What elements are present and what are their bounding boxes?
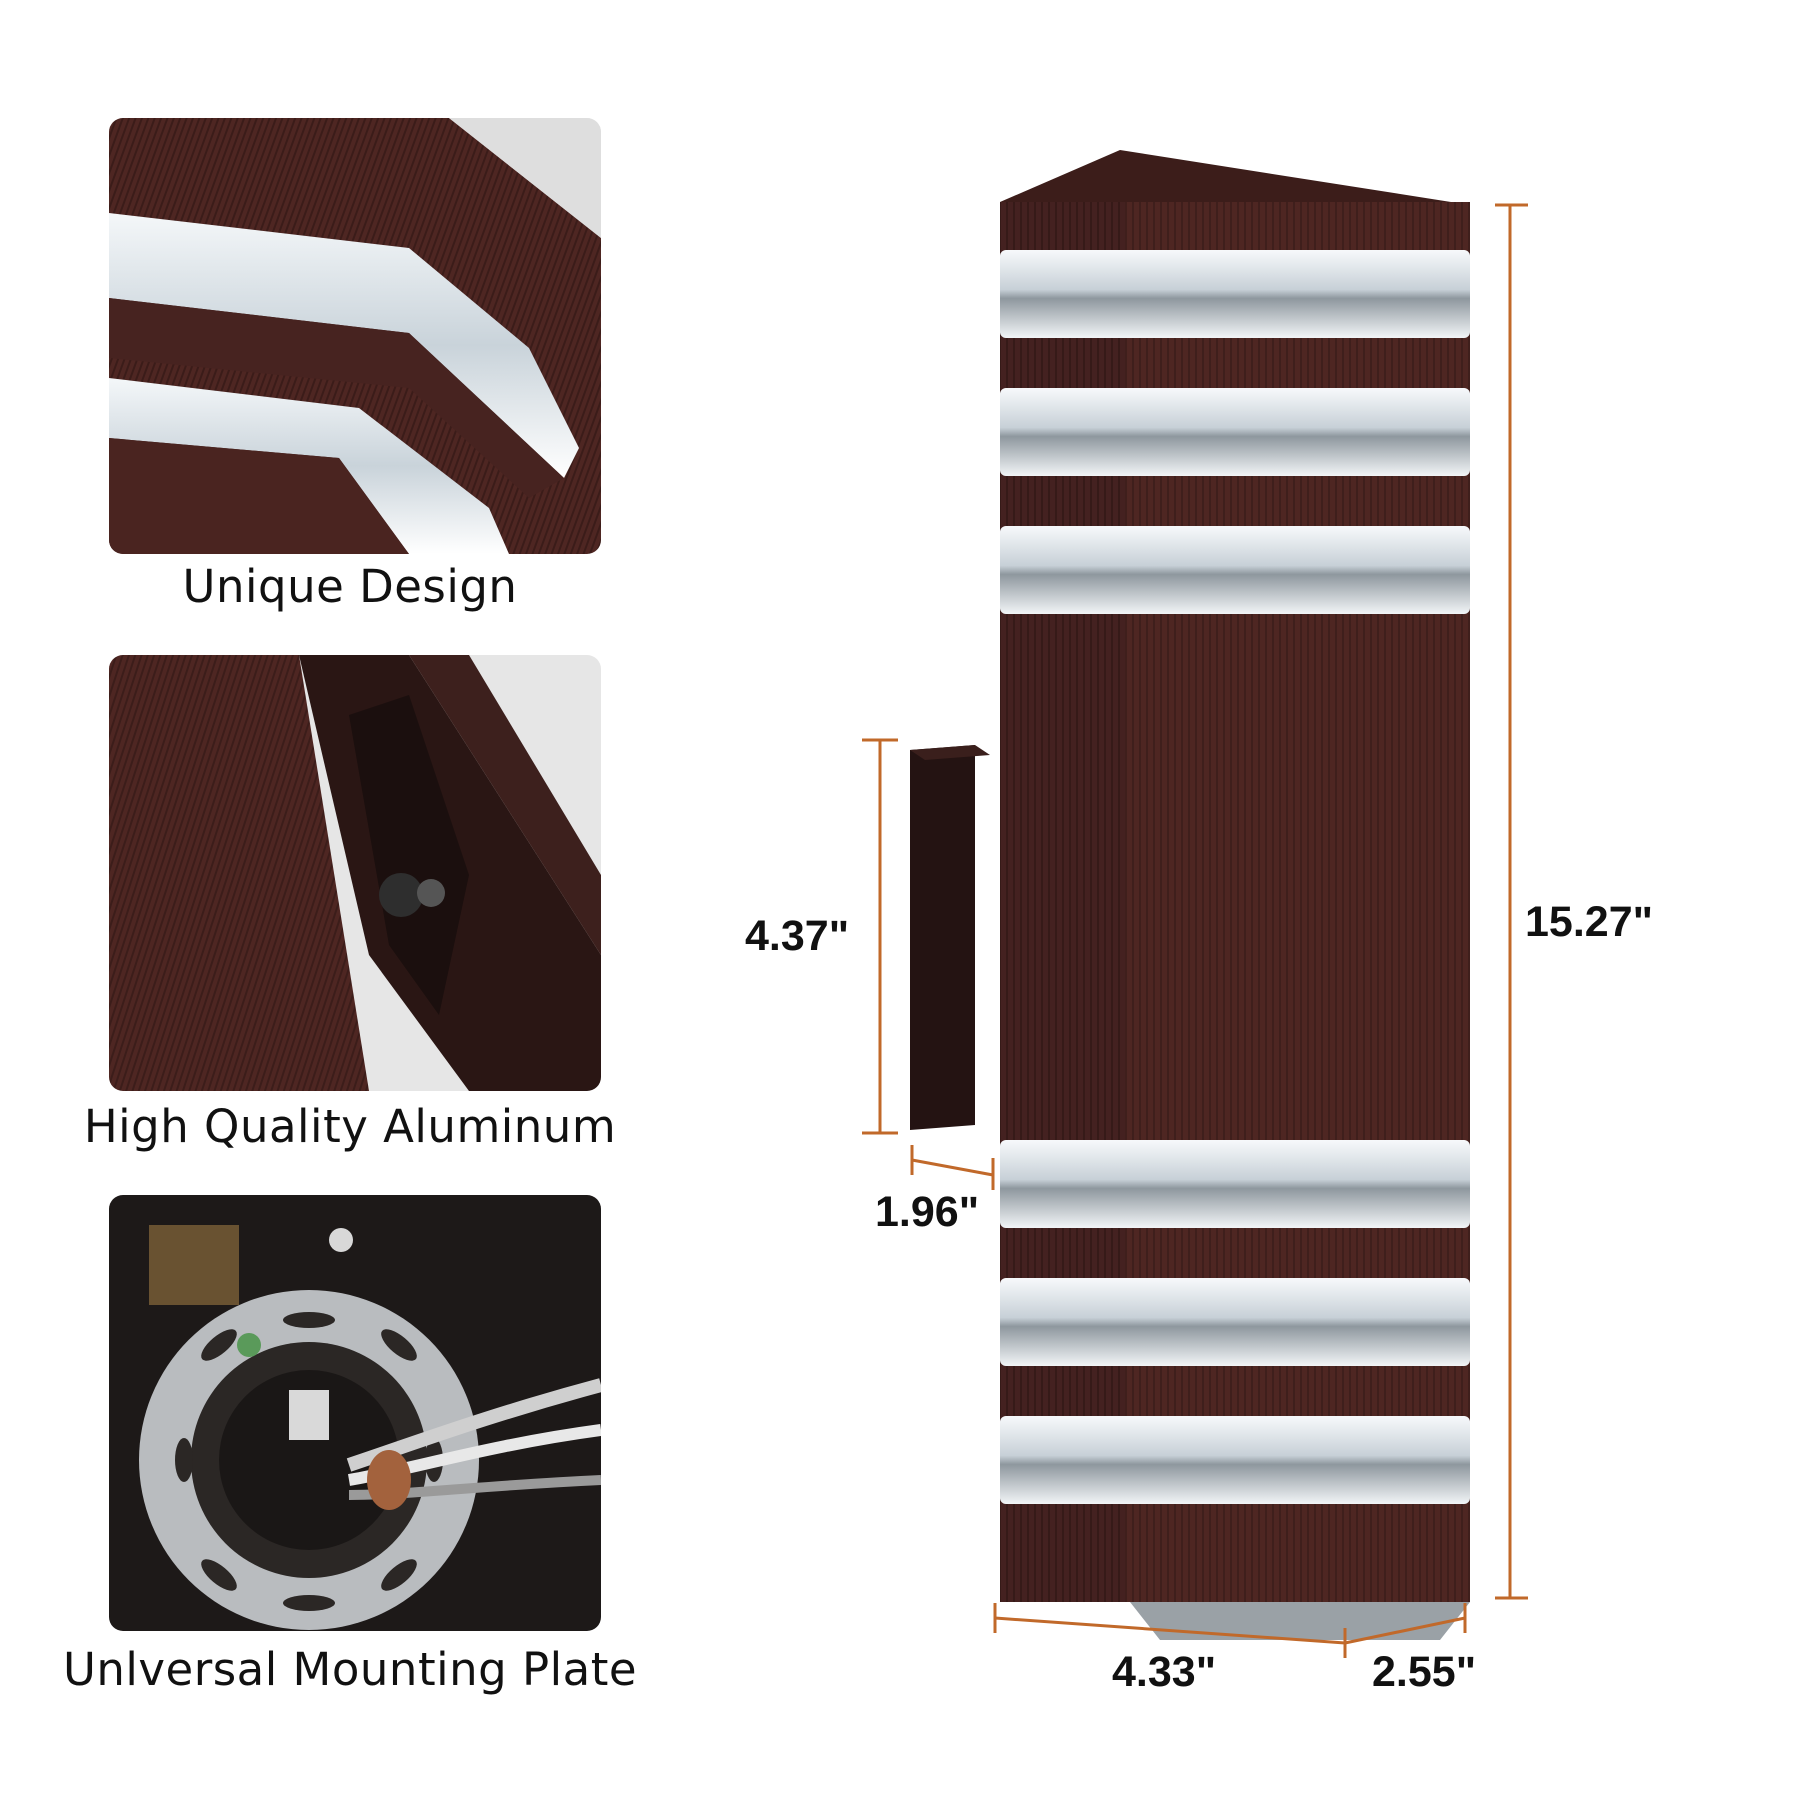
wall-light-product <box>880 140 1520 1660</box>
backplate-height-label: 4.37" <box>745 912 850 960</box>
mounting-plate-caption: Unlversal Mounting Plate <box>62 1643 638 1696</box>
unique-design-image <box>109 118 601 554</box>
unique-design-caption: Unique Design <box>182 560 518 613</box>
height-dimension-label: 15.27" <box>1525 898 1653 946</box>
width-dimension-label: 4.33" <box>1112 1648 1217 1696</box>
aluminum-caption: High Quality Aluminum <box>83 1100 617 1153</box>
aluminum-image <box>109 655 601 1091</box>
mounting-plate-image <box>109 1195 601 1631</box>
light-band-group <box>1000 250 1470 1504</box>
backplate-depth-label: 1.96" <box>875 1188 980 1236</box>
depth-dimension-label: 2.55" <box>1372 1648 1477 1696</box>
